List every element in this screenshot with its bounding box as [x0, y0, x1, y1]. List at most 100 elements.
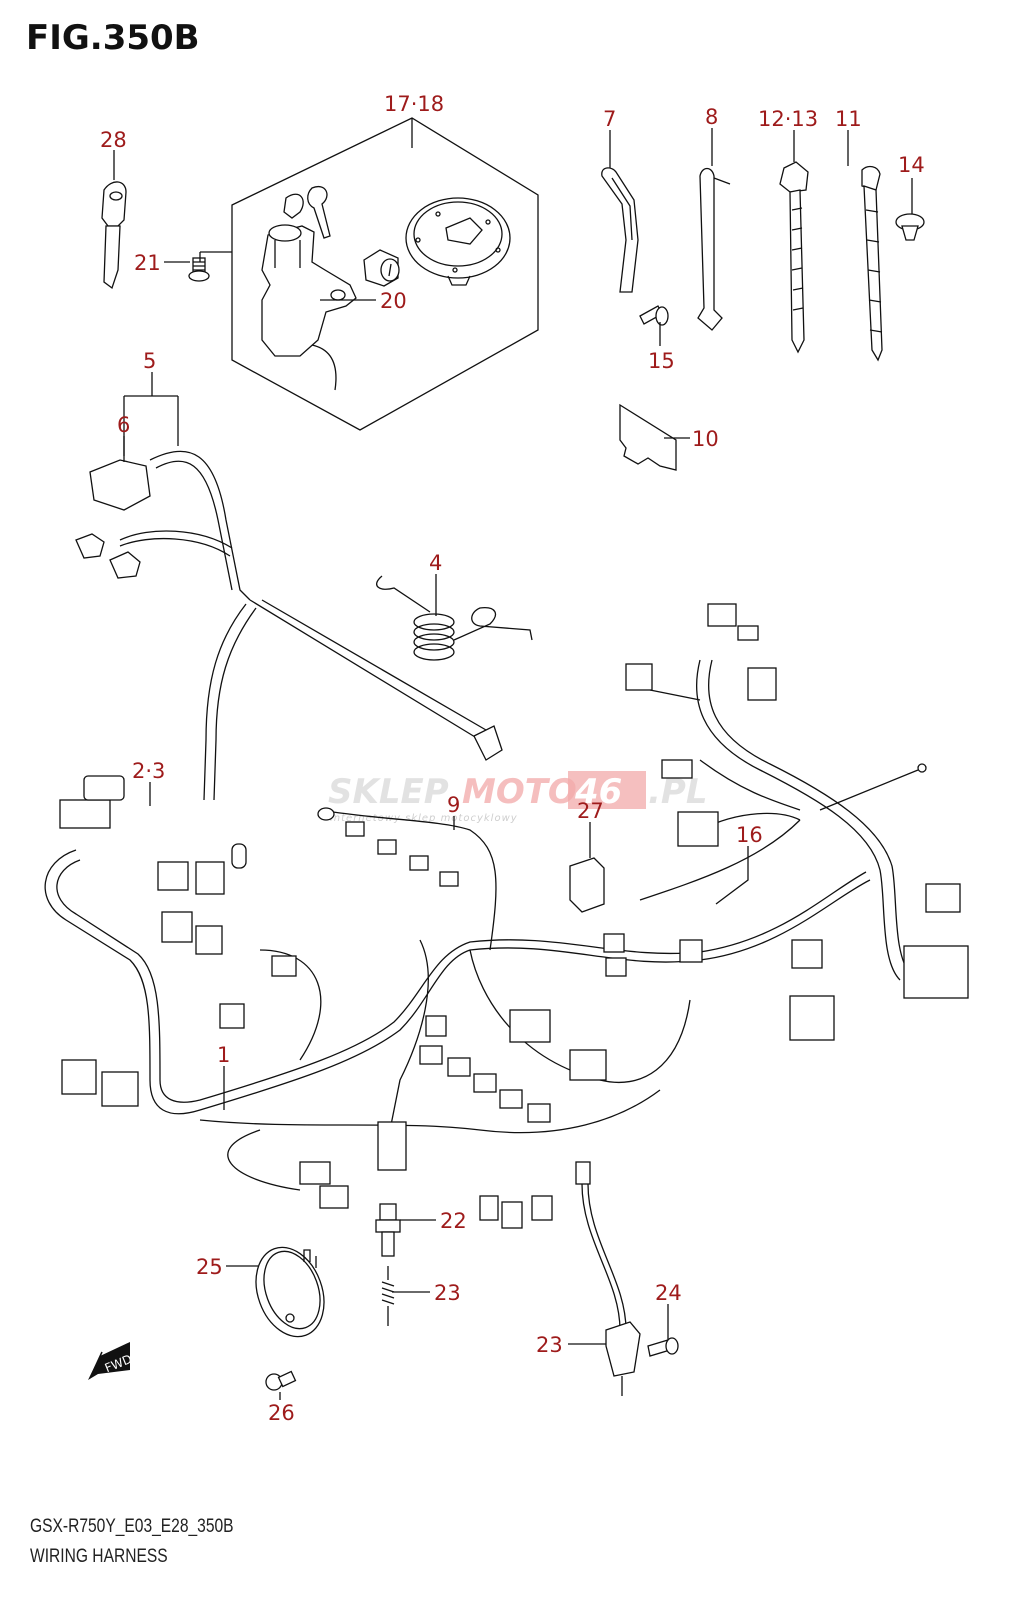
- model-code: GSX-R750Y_E03_E28_350B: [30, 1516, 234, 1537]
- callout-12-13[interactable]: 12·13: [758, 107, 818, 131]
- fwd-arrow-icon: FWD: [88, 1342, 134, 1380]
- sub-harness-5-part[interactable]: [75, 450, 503, 801]
- coupler[interactable]: [59, 799, 111, 829]
- watermark-tagline: internetowy sklep motocyklowy: [330, 813, 518, 824]
- grommet[interactable]: [231, 843, 247, 869]
- callout-14[interactable]: 14: [898, 153, 925, 177]
- watermark-part-3: 46: [574, 772, 622, 812]
- spring-22-part[interactable]: [381, 1266, 395, 1326]
- coupler[interactable]: [791, 939, 823, 969]
- clip-14-part[interactable]: [895, 213, 925, 241]
- callout-16[interactable]: 16: [736, 823, 763, 847]
- callout-23[interactable]: 23: [536, 1333, 563, 1357]
- callout-7[interactable]: 7: [603, 107, 616, 131]
- seat-lock-cylinder[interactable]: [363, 249, 400, 287]
- coupler[interactable]: [499, 1089, 523, 1109]
- coupler[interactable]: [677, 811, 719, 847]
- callout-27[interactable]: 27: [577, 799, 604, 823]
- coupler[interactable]: [61, 1059, 97, 1095]
- coupler[interactable]: [299, 1161, 331, 1185]
- callout-8[interactable]: 8: [705, 105, 718, 129]
- rear-brake-switch-part[interactable]: [375, 1203, 401, 1257]
- bolt-24-part[interactable]: [647, 1337, 679, 1357]
- figure-title: FIG.350B: [26, 18, 200, 58]
- callout-26[interactable]: 26: [268, 1401, 295, 1425]
- coupler[interactable]: [271, 955, 297, 977]
- coupler[interactable]: [195, 861, 225, 895]
- callout-labels: 17·18 28 21 20 5 6 7 8 12·13 11 14 15 10…: [100, 92, 925, 1425]
- coupler[interactable]: [501, 1201, 523, 1229]
- callout-10[interactable]: 10: [692, 427, 719, 451]
- key-blank-part[interactable]: [101, 181, 127, 290]
- callout-25[interactable]: 25: [196, 1255, 223, 1279]
- coupler-6[interactable]: [89, 459, 151, 511]
- spring-4-part[interactable]: [376, 575, 533, 661]
- clamp-8-part[interactable]: [697, 167, 731, 331]
- callout-20[interactable]: 21: [134, 251, 161, 275]
- callout-21[interactable]: 22: [440, 1209, 467, 1233]
- ignition-switch-part[interactable]: [261, 185, 357, 391]
- callout-2-3[interactable]: 2·3: [132, 759, 165, 783]
- bolt-26-part[interactable]: [265, 1370, 297, 1391]
- band-clamp-11-part[interactable]: [861, 165, 883, 362]
- watermark-part-2: MOTO: [462, 772, 577, 812]
- coupler[interactable]: [319, 1185, 349, 1209]
- coupler[interactable]: [603, 933, 625, 953]
- coupler[interactable]: [419, 1045, 443, 1065]
- coupler[interactable]: [707, 603, 737, 627]
- coupler[interactable]: [447, 1057, 471, 1077]
- coupler[interactable]: [101, 1071, 139, 1107]
- coupler[interactable]: [737, 625, 759, 641]
- coupler[interactable]: [661, 759, 693, 779]
- coupler[interactable]: [161, 911, 193, 943]
- relay-holder-27-part[interactable]: [569, 857, 605, 913]
- callout-11[interactable]: 11: [835, 107, 862, 131]
- watermark: SKLEP MOTO 46 .PL internetowy sklep moto…: [328, 771, 708, 824]
- coupler[interactable]: [425, 1015, 447, 1037]
- fuse-box[interactable]: [83, 775, 125, 801]
- figure-footer: GSX-R750Y_E03_E28_350B WIRING HARNESS: [30, 1512, 234, 1572]
- clamp-7-part[interactable]: [601, 167, 639, 293]
- coupler[interactable]: [679, 939, 703, 963]
- screw-part[interactable]: [188, 257, 210, 282]
- lead-wire-9-part[interactable]: [317, 807, 497, 951]
- callout-24[interactable]: 24: [655, 1281, 682, 1305]
- coupler[interactable]: [473, 1073, 497, 1093]
- coupler[interactable]: [531, 1195, 553, 1221]
- coupler[interactable]: [527, 1103, 551, 1123]
- side-stand-switch-part[interactable]: [575, 1161, 641, 1396]
- callout-1[interactable]: 1: [217, 1043, 230, 1067]
- callout-4[interactable]: 4: [429, 551, 442, 575]
- boot-connector[interactable]: [377, 1121, 407, 1171]
- watermark-part-4: .PL: [648, 772, 708, 812]
- watermark-badge: [568, 771, 646, 809]
- coupler[interactable]: [789, 995, 835, 1041]
- coupler[interactable]: [509, 1009, 551, 1043]
- coupler[interactable]: [569, 1049, 607, 1081]
- callout-9[interactable]: 9: [447, 793, 460, 817]
- callout-15[interactable]: 15: [648, 349, 675, 373]
- wiring-harness-main-part[interactable]: [44, 775, 871, 1229]
- callout-17-18[interactable]: 17·18: [384, 92, 444, 116]
- horn-part[interactable]: [244, 1238, 336, 1346]
- coupler[interactable]: [605, 957, 627, 977]
- coupler[interactable]: [903, 945, 969, 999]
- coupler[interactable]: [219, 1003, 245, 1029]
- coupler[interactable]: [747, 667, 777, 701]
- coupler[interactable]: [157, 861, 189, 891]
- callout-6[interactable]: 6: [117, 413, 130, 437]
- callout-5[interactable]: 5: [143, 349, 156, 373]
- coupler[interactable]: [625, 663, 653, 691]
- bolt-15-part[interactable]: [639, 305, 669, 326]
- coupler[interactable]: [479, 1195, 499, 1221]
- fuel-cap-part[interactable]: [405, 197, 511, 286]
- coupler[interactable]: [925, 883, 961, 913]
- band-clamp-12-13-part[interactable]: [779, 161, 809, 354]
- coupler[interactable]: [195, 925, 223, 955]
- sub-harness-16-part[interactable]: [625, 603, 969, 1041]
- callout-19[interactable]: 20: [380, 289, 407, 313]
- cover-pad-part[interactable]: [619, 403, 677, 471]
- callout-22[interactable]: 23: [434, 1281, 461, 1305]
- callout-28[interactable]: 28: [100, 128, 127, 152]
